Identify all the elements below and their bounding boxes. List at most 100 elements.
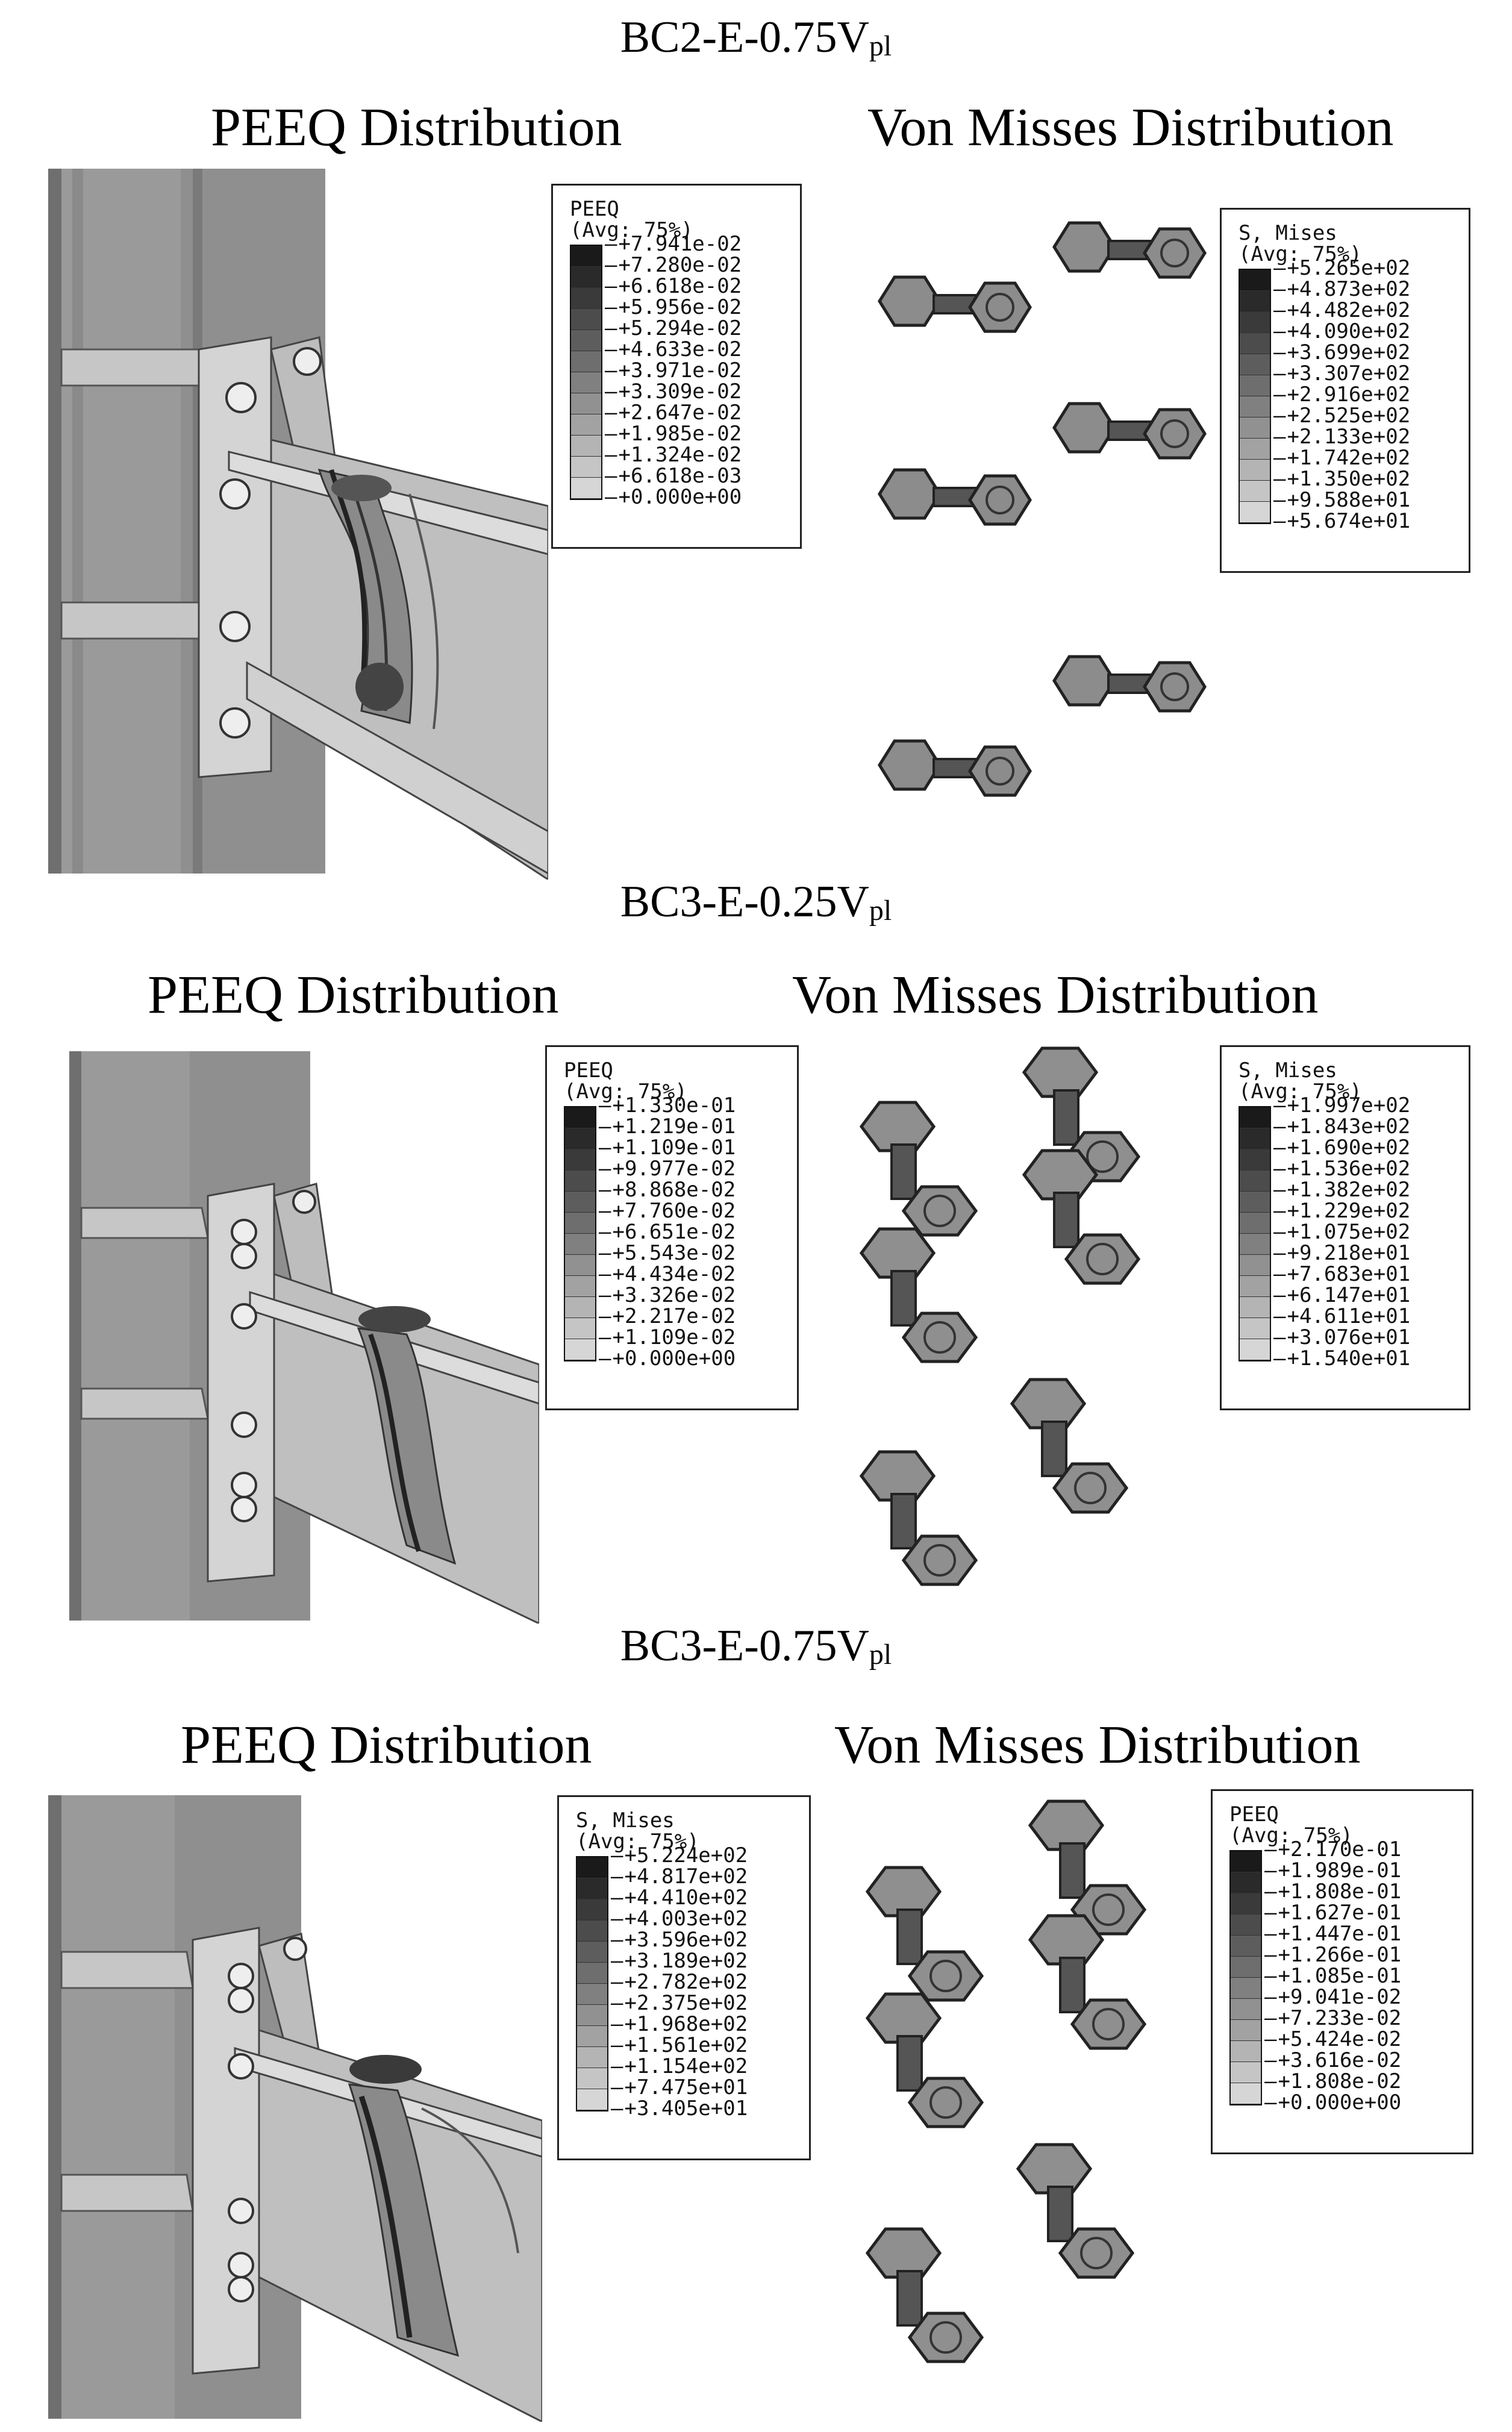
bolt <box>865 1992 984 2128</box>
legend-value: +5.674e+01 <box>1273 511 1410 532</box>
peeq-heading: PEEQ Distribution <box>211 98 622 157</box>
legend-color-bar <box>1229 1850 1262 2105</box>
legend-value: +2.916e+02 <box>1273 384 1410 405</box>
legend-value: +7.683e+01 <box>1273 1264 1410 1285</box>
legend-value: +2.133e+02 <box>1273 427 1410 448</box>
bolt <box>865 1866 984 2002</box>
legend-value: +3.189e+02 <box>611 1951 748 1972</box>
bolts-group-bc3-075 <box>865 1799 1147 2363</box>
legend-value: +0.000e+00 <box>1264 2092 1401 2113</box>
legend-value: +2.525e+02 <box>1273 405 1410 427</box>
legend-value: +1.843e+02 <box>1273 1116 1410 1137</box>
case-title-text: BC3-E-0.75V <box>620 1621 869 1671</box>
bolt <box>1016 2143 1135 2279</box>
connection-model-bc2-075 <box>48 169 548 880</box>
legend-value: +1.219e-01 <box>599 1116 736 1137</box>
legend-value: +3.405e+01 <box>611 2098 748 2119</box>
legend-value: +1.229e+02 <box>1273 1201 1410 1222</box>
legend-value: +1.536e+02 <box>1273 1158 1410 1180</box>
bolt <box>1022 1149 1141 1285</box>
legend-value: +4.090e+02 <box>1273 321 1410 342</box>
legend-value: +7.941e-02 <box>605 234 742 255</box>
legend-color-bar <box>1239 269 1271 524</box>
legend-value: +3.309e-02 <box>605 381 742 402</box>
legend-value: +1.989e-01 <box>1264 1860 1401 1881</box>
bolts-group-bc2-075 <box>878 221 1207 797</box>
legend-value: +1.350e+02 <box>1273 469 1410 490</box>
bolt <box>1052 655 1207 713</box>
legend-value: +7.475e+01 <box>611 2077 748 2098</box>
legend-value: +1.330e-01 <box>599 1095 736 1116</box>
von-mises-heading: Von Misses Distribution <box>834 1715 1361 1775</box>
legend-value: +1.808e-02 <box>1264 2071 1401 2092</box>
legend-value: +1.109e-01 <box>599 1137 736 1158</box>
legend-value: +7.760e-02 <box>599 1201 736 1222</box>
legend-value: +1.690e+02 <box>1273 1137 1410 1158</box>
bolt <box>878 468 1032 526</box>
legend-value: +4.817e+02 <box>611 1866 748 1887</box>
case-title-subscript: pl <box>869 895 892 927</box>
legend-value: +1.266e-01 <box>1264 1945 1401 1966</box>
case-title-text: BC3-E-0.25V <box>620 877 869 927</box>
legend-value: +6.618e-03 <box>605 466 742 487</box>
peeq-legend: PEEQ (Avg: 75%) +1.330e-01 +1.219e-01 +1… <box>545 1045 799 1410</box>
legend-values: +5.224e+02 +4.817e+02 +4.410e+02 +4.003e… <box>611 1845 748 2119</box>
mises-legend: S, Mises (Avg: 75%) +5.224e+02 +4.817e+0… <box>557 1795 811 2160</box>
bolt <box>878 739 1032 797</box>
case-title-subscript: pl <box>869 30 892 62</box>
bolt <box>1052 402 1207 460</box>
legend-value: +6.651e-02 <box>599 1222 736 1243</box>
connection-model-bc3-075 <box>48 1795 542 2422</box>
legend-values: +7.941e-02 +7.280e-02 +6.618e-02 +5.956e… <box>605 234 742 508</box>
legend-value: +4.873e+02 <box>1273 279 1410 300</box>
legend-value: +4.482e+02 <box>1273 300 1410 321</box>
legend-value: +1.808e-01 <box>1264 1881 1401 1902</box>
legend-color-bar <box>570 245 602 500</box>
bolt <box>865 2227 984 2363</box>
legend-value: +5.224e+02 <box>611 1845 748 1866</box>
legend-values: +5.265e+02 +4.873e+02 +4.482e+02 +4.090e… <box>1273 258 1410 532</box>
legend-values: +2.170e-01 +1.989e-01 +1.808e-01 +1.627e… <box>1264 1839 1401 2113</box>
von-mises-heading: Von Misses Distribution <box>792 965 1319 1025</box>
legend-value: +7.233e-02 <box>1264 2008 1401 2029</box>
legend-value: +8.868e-02 <box>599 1180 736 1201</box>
legend-values: +1.997e+02 +1.843e+02 +1.690e+02 +1.536e… <box>1273 1095 1410 1369</box>
legend-value: +4.434e-02 <box>599 1264 736 1285</box>
peeq-heading: PEEQ Distribution <box>181 1715 592 1775</box>
legend-value: +1.627e-01 <box>1264 1902 1401 1924</box>
legend-color-bar <box>576 1856 608 2112</box>
legend-value: +2.647e-02 <box>605 402 742 424</box>
legend-value: +0.000e+00 <box>605 487 742 508</box>
bolt <box>859 1101 978 1237</box>
connection-model-bc3-025 <box>69 1051 539 1624</box>
bolt <box>878 275 1032 333</box>
legend-value: +0.000e+00 <box>599 1348 736 1369</box>
legend-value: +4.003e+02 <box>611 1908 748 1930</box>
legend-value: +1.154e+02 <box>611 2056 748 2077</box>
bolt <box>859 1450 978 1586</box>
case-title-bc3-025: BC3-E-0.25Vpl <box>0 877 1512 928</box>
bolt <box>1028 1799 1147 1936</box>
legend-value: +1.985e-02 <box>605 424 742 445</box>
legend-value: +5.265e+02 <box>1273 258 1410 279</box>
peeq-legend: PEEQ (Avg: 75%) +2.170e-01 +1.989e-01 +1… <box>1211 1789 1473 2154</box>
legend-values: +1.330e-01 +1.219e-01 +1.109e-01 +9.977e… <box>599 1095 736 1369</box>
case-title-bc3-075: BC3-E-0.75Vpl <box>0 1621 1512 1672</box>
legend-value: +4.633e-02 <box>605 339 742 360</box>
legend-value: +5.424e-02 <box>1264 2029 1401 2050</box>
peeq-heading: PEEQ Distribution <box>148 965 559 1025</box>
legend-value: +5.543e-02 <box>599 1243 736 1264</box>
legend-title: S, Mises (Avg: 75%) <box>1239 221 1362 266</box>
legend-value: +5.956e-02 <box>605 297 742 318</box>
legend-value: +3.616e-02 <box>1264 2050 1401 2071</box>
legend-value: +3.076e+01 <box>1273 1327 1410 1348</box>
von-mises-heading: Von Misses Distribution <box>867 98 1394 157</box>
bolt <box>859 1227 978 1363</box>
legend-value: +9.041e-02 <box>1264 1987 1401 2008</box>
legend-value: +3.971e-02 <box>605 360 742 381</box>
case-title-subscript: pl <box>869 1639 892 1671</box>
legend-color-bar <box>564 1106 596 1361</box>
bolt <box>1010 1378 1129 1514</box>
legend-value: +5.294e-02 <box>605 318 742 339</box>
legend-value: +4.410e+02 <box>611 1887 748 1908</box>
